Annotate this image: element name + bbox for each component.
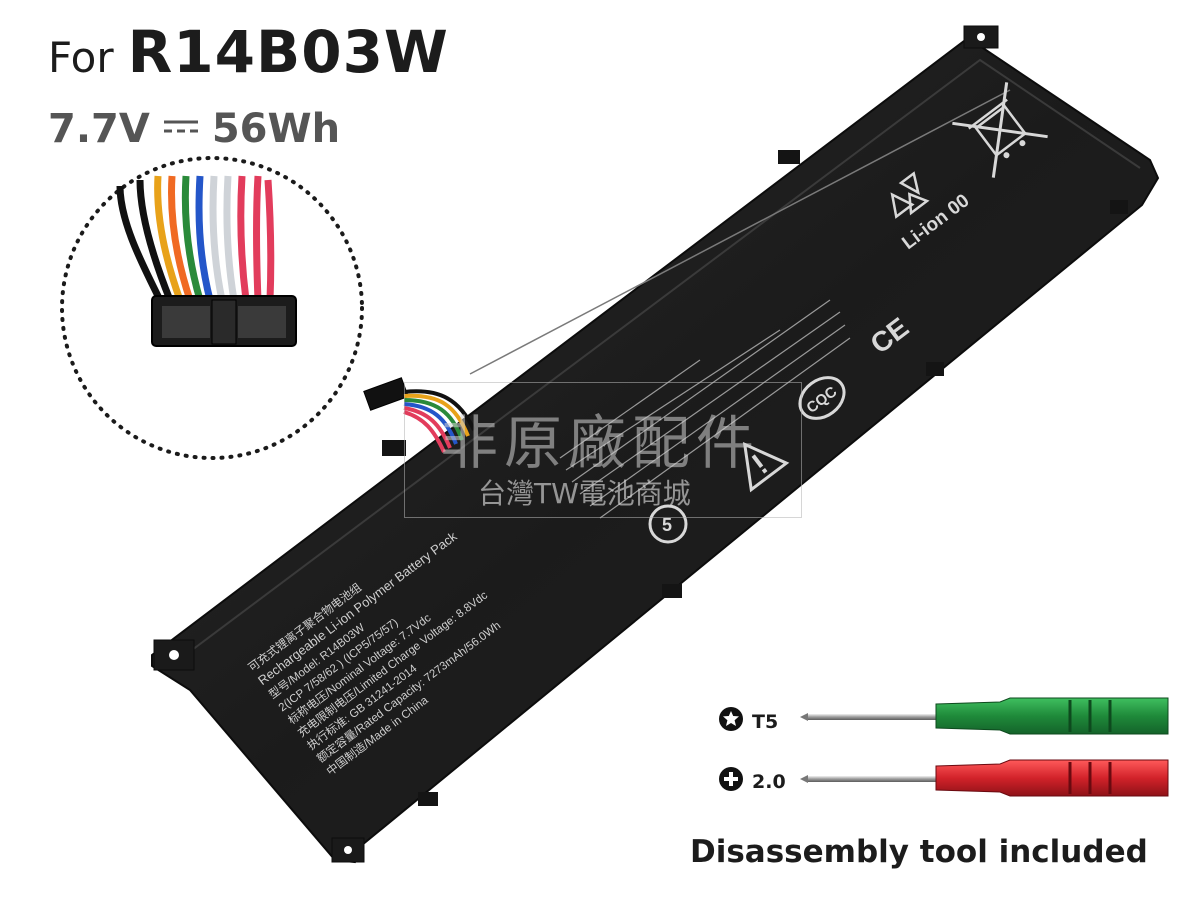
spec-line: 7.7V 56Wh (48, 106, 340, 152)
battery-connector (363, 377, 476, 453)
model-number: R14B03W (127, 18, 449, 86)
mounting-tab (331, 837, 365, 863)
connector-zoom-callout (60, 156, 364, 460)
warning-text-block (559, 299, 851, 519)
disassembly-tool-caption: Disassembly tool included (690, 834, 1148, 870)
torx-tool-label: T5 (718, 706, 778, 737)
battery-pack: 可充式锂离子聚合物电池组 Rechargeable Li-ion Polymer… (151, 25, 1160, 864)
dc-current-icon (162, 117, 200, 142)
phillips-screwdriver (800, 759, 1169, 797)
connector-wires (116, 175, 275, 302)
connector-plug (151, 295, 297, 347)
mounting-tab (153, 639, 195, 671)
recycle-arrows-icon (890, 171, 930, 219)
watermark-main-text: 非原廠配件 (440, 409, 761, 477)
torx-size: T5 (752, 710, 779, 733)
torx-screwdriver (800, 697, 1169, 735)
recycle-5-icon: 5 (648, 504, 688, 544)
recycle-number: 5 (662, 515, 672, 535)
product-title: For R14B03W (48, 18, 449, 90)
phillips-cross-icon (718, 766, 744, 797)
watermark-box (404, 382, 802, 518)
torx-star-icon (718, 706, 744, 737)
phillips-tool-label: 2.0 (718, 766, 786, 797)
mounting-tab (963, 25, 999, 49)
watermark-sub-text: 台灣TW電池商城 (478, 477, 691, 510)
crossed-bin-icon (952, 82, 1048, 178)
energy-value: 56Wh (211, 106, 341, 152)
warning-triangle-icon (742, 441, 790, 493)
title-prefix: For (48, 33, 114, 82)
phillips-size: 2.0 (752, 770, 786, 793)
voltage-value: 7.7V (48, 106, 150, 152)
